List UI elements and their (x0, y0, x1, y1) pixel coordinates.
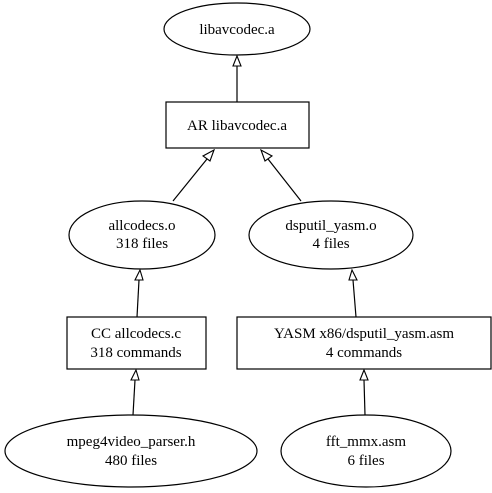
arrowhead-dsputil-o (348, 268, 358, 281)
node-label: dsputil_yasm.o (285, 218, 376, 234)
node-allcodecs-o: allcodecs.o 318 files (68, 200, 216, 270)
arrowhead-ar-right (259, 148, 274, 162)
node-label: allcodecs.o (108, 218, 175, 234)
arrowhead-cc (130, 368, 140, 381)
node-count: 480 files (105, 453, 157, 469)
edge-dsputil-o-to-ar (267, 158, 302, 202)
node-shape-box (236, 316, 492, 370)
node-yasm-dsputil-asm: YASM x86/dsputil_yasm.asm 4 commands (236, 316, 492, 370)
arrowhead-ar-left (201, 148, 216, 162)
node-cc-allcodecs-c: CC allcodecs.c 318 commands (66, 316, 207, 370)
node-count: 318 commands (90, 345, 181, 361)
arrowhead-libavcodec (232, 54, 242, 67)
node-shape-box (165, 101, 310, 149)
arrowhead-allcodecs-o (134, 268, 144, 281)
node-label: CC allcodecs.c (91, 326, 181, 342)
edge-mpeg4-to-cc (132, 379, 136, 416)
node-count: 4 files (312, 236, 349, 252)
edge-yasm-to-dsputil-o (352, 279, 357, 318)
edge-cc-to-allcodecs-o (136, 279, 140, 318)
node-libavcodec-a: libavcodec.a (163, 2, 311, 56)
node-label: YASM x86/dsputil_yasm.asm (274, 326, 454, 342)
node-fft-mmx-asm: fft_mmx.asm 6 files (280, 414, 452, 488)
node-label: fft_mmx.asm (326, 434, 406, 450)
node-shape-ellipse (4, 414, 258, 488)
node-shape-ellipse (163, 2, 311, 56)
node-ar-libavcodec: AR libavcodec.a (165, 101, 310, 149)
node-shape-ellipse (248, 200, 414, 270)
edge-fft-to-yasm (363, 379, 366, 416)
node-count: 318 files (116, 236, 168, 252)
node-dsputil-yasm-o: dsputil_yasm.o 4 files (248, 200, 414, 270)
edges (130, 54, 369, 416)
arrowhead-yasm (359, 368, 369, 381)
edge-allcodecs-o-to-ar (172, 158, 208, 202)
node-count: 4 commands (326, 345, 402, 361)
node-count: 6 files (347, 453, 384, 469)
node-shape-ellipse (68, 200, 216, 270)
node-label: libavcodec.a (199, 22, 275, 38)
node-label: mpeg4video_parser.h (67, 434, 196, 450)
node-shape-box (66, 316, 207, 370)
node-label: AR libavcodec.a (187, 118, 287, 134)
node-shape-ellipse (280, 414, 452, 488)
node-mpeg4video-parser-h: mpeg4video_parser.h 480 files (4, 414, 258, 488)
